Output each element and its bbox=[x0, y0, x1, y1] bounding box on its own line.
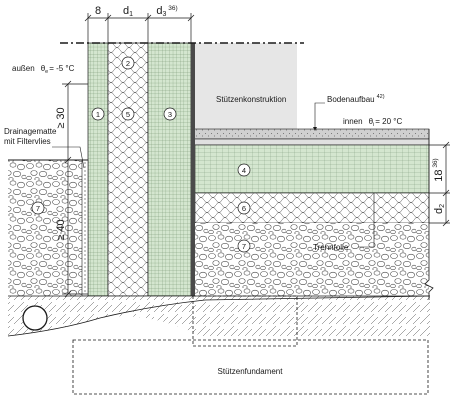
right-break-line bbox=[424, 129, 434, 300]
vapour-barrier bbox=[191, 43, 195, 296]
callout-2: 2 bbox=[121, 56, 135, 70]
layer-2-5-insulation bbox=[107, 42, 149, 297]
gravel-inside-7 bbox=[195, 223, 429, 296]
layer-1-perimeter-insulation bbox=[87, 42, 109, 297]
svg-text:1: 1 bbox=[96, 110, 100, 119]
floor-separation-layer bbox=[190, 138, 430, 146]
left-dimension-lines bbox=[62, 80, 88, 298]
callout-4: 4 bbox=[237, 163, 251, 177]
svg-text:7: 7 bbox=[36, 204, 40, 213]
callout-6: 6 bbox=[237, 201, 251, 215]
subsoil bbox=[8, 296, 430, 338]
drain-mat-label-1: Drainagematte bbox=[4, 127, 57, 136]
gravel-outside bbox=[8, 160, 88, 296]
dim-18: 18 36) bbox=[432, 158, 445, 181]
dim-d1: d1 bbox=[123, 5, 133, 18]
column-foundation-label: Stützenfundament bbox=[218, 367, 284, 376]
svg-text:4: 4 bbox=[242, 166, 246, 175]
floor-build-leader bbox=[314, 102, 325, 130]
layer-3-insulation bbox=[147, 42, 192, 297]
svg-text:7: 7 bbox=[242, 242, 246, 251]
drain-mat-leader bbox=[52, 146, 85, 169]
column-construction-area bbox=[193, 43, 297, 130]
callout-5: 5 bbox=[121, 107, 135, 121]
dim-d2: d2 bbox=[433, 204, 446, 214]
floor-screed-layer bbox=[190, 128, 430, 140]
top-dimension-lines bbox=[84, 13, 195, 43]
dim-ge30: ≥ 30 bbox=[55, 107, 67, 128]
separation-foil-leader bbox=[358, 193, 375, 248]
column-foundation-upper bbox=[192, 295, 298, 347]
callout-7-inside: 7 bbox=[237, 239, 251, 253]
svg-text:6: 6 bbox=[242, 204, 246, 213]
separation-foil-label: Trennfolie bbox=[313, 243, 349, 252]
svg-text:3: 3 bbox=[168, 110, 172, 119]
drain-mat-label-2: mit Filtervlies bbox=[4, 137, 51, 146]
drainage-pipe-icon bbox=[22, 305, 48, 331]
dim-ge40: ≥ 40 bbox=[55, 219, 67, 240]
insulation-4-layer bbox=[194, 144, 430, 194]
svg-text:5: 5 bbox=[126, 110, 130, 119]
dim-8: 8 bbox=[95, 5, 101, 17]
column-foundation-outline bbox=[72, 339, 429, 395]
right-dimension-lines bbox=[429, 141, 450, 227]
svg-text:2: 2 bbox=[126, 59, 130, 68]
column-construction-label: Stützenkonstruktion bbox=[216, 95, 286, 104]
callout-1: 1 bbox=[91, 107, 105, 121]
callout-7-outside: 7 bbox=[31, 201, 45, 215]
callout-3: 3 bbox=[163, 107, 177, 121]
insulation-6-layer bbox=[194, 192, 430, 224]
dim-d3: d3 36) bbox=[156, 5, 177, 18]
